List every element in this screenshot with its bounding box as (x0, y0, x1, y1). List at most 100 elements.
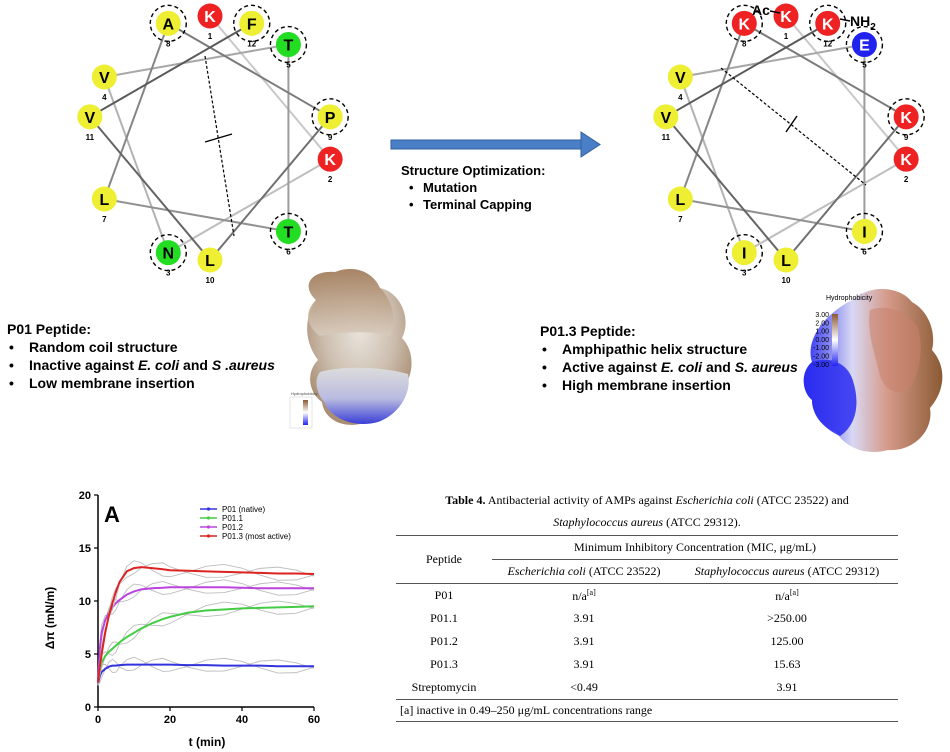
residue-K8: K8 (725, 4, 763, 48)
wheel-connector (89, 22, 253, 118)
wheel-connector (679, 76, 746, 253)
hydrophobicity-tick: -3.00 (813, 362, 829, 369)
wheel-connector (679, 23, 746, 200)
p013-feature: Amphipathic helix structure (540, 340, 798, 358)
p01-feature: Inactive against E. coli and S .aureus (7, 356, 275, 374)
residue-letter: T (284, 38, 294, 55)
residue-number: 11 (86, 133, 95, 142)
residue-number: 1 (784, 32, 789, 41)
residue-letter: V (99, 70, 110, 87)
residue-letter: I (862, 224, 866, 241)
residue-letter: T (284, 224, 294, 241)
residue-letter: P (325, 110, 336, 127)
residue-V11: V11 (77, 104, 103, 142)
structure-optimization-panel: Structure Optimization: Mutation Termina… (401, 162, 545, 213)
wheel-connector (743, 22, 907, 118)
p013-description: P01.3 Peptide: Amphipathic helix structu… (540, 322, 798, 394)
residue-letter: F (247, 16, 257, 33)
wheel-connector (104, 198, 289, 233)
residue-F12: F 12 (233, 4, 271, 48)
residue-letter: I (742, 246, 746, 263)
replicate-trace (97, 579, 315, 685)
residue-letter: V (661, 110, 672, 127)
residue-V4: V4 (91, 64, 117, 102)
hydrophobic-moment-line (720, 67, 867, 186)
x-tick-label: 40 (236, 714, 248, 726)
residue-number: 3 (742, 269, 747, 278)
p01-feature: Low membrane insertion (7, 374, 275, 392)
residue-number: 2 (904, 175, 909, 184)
residue-T5: T5 (269, 25, 308, 70)
cell-ecoli: 3.91 (573, 657, 595, 671)
residue-letter: K (738, 16, 750, 33)
wheel-connector (104, 43, 289, 78)
hydrophobicity-tick: -1.00 (813, 345, 829, 352)
wheel-connector (167, 22, 331, 118)
residue-number: 11 (662, 133, 671, 142)
series-line-P01.2 (97, 586, 314, 683)
residue-E5: E5 (845, 25, 884, 70)
acetyl-cap-label: Ac (752, 2, 770, 18)
wheel-connector (680, 43, 865, 78)
wheel-connector (209, 15, 331, 160)
residue-letter: N (162, 246, 174, 263)
residue-K1: K1 (197, 3, 223, 41)
series-line-P01.1 (97, 605, 315, 683)
residue-number: 1 (208, 32, 213, 41)
wheel-connector (680, 198, 865, 233)
wheel-connector (103, 23, 170, 200)
residue-letter: K (822, 16, 834, 33)
hydrophobicity-tick: 1.00 (815, 329, 829, 336)
hydrophobic-moment-arrow (204, 133, 233, 143)
residue-number: 8 (742, 39, 747, 48)
cell-saur: >250.00 (767, 611, 807, 625)
residue-number: 5 (286, 61, 291, 70)
y-tick-label: 20 (79, 490, 91, 502)
panel-label: A (104, 502, 120, 527)
wheel-connector (167, 158, 331, 254)
cell-peptide: Streptomycin (411, 680, 477, 694)
col-header-mic: Minimum Inhibitory Concentration (MIC, μ… (492, 536, 898, 560)
residue-number: 10 (206, 276, 215, 285)
wheel-connector (785, 15, 907, 160)
residue-number: 12 (247, 39, 256, 48)
col-header-saureus: Staphylococcus aureus (ATCC 29312) (676, 559, 898, 584)
hydrophobicity-tick: -2.00 (813, 354, 829, 361)
residue-K2: K2 (317, 146, 343, 184)
hydrophobicity-title: Hydrophobicity (826, 295, 873, 302)
y-tick-label: 0 (85, 702, 91, 714)
optimization-item: Terminal Capping (401, 196, 545, 213)
p013-feature: High membrane insertion (540, 376, 798, 394)
residue-P9: P9 (311, 98, 349, 142)
x-tick-label: 60 (308, 714, 320, 726)
residue-letter: L (675, 192, 685, 209)
p01-title: P01 Peptide: (7, 321, 92, 337)
residue-letter: L (99, 192, 109, 209)
residue-I6: I6 (845, 212, 884, 256)
hydrophobicity-tick: 2.00 (815, 320, 829, 327)
legend-entry: P01.3 (most active) (222, 532, 291, 541)
y-tick-label: 10 (79, 596, 91, 608)
hydrophobic-moment-arrow (785, 115, 798, 133)
wheel-connector (89, 116, 211, 261)
y-axis-label: Δπ (mN/m) (43, 587, 57, 649)
p013-feature: Active against E. coli and S. aureus (540, 358, 798, 376)
legend-entry: P01.2 (222, 523, 243, 532)
x-tick-label: 0 (95, 714, 101, 726)
cell-ecoli: 3.91 (573, 611, 595, 625)
residue-L10: L10 (197, 247, 223, 285)
residue-number: 8 (166, 39, 171, 48)
mic-table: Table 4. Antibacterial activity of AMPs … (396, 489, 898, 722)
p013-title: P01.3 Peptide: (540, 323, 636, 339)
cell-peptide: P01 (434, 588, 454, 602)
amide-cap-label: NH2 (850, 13, 876, 33)
residue-L7: L7 (667, 186, 693, 224)
residue-A8: A8 (149, 4, 187, 48)
x-tick-label: 20 (164, 714, 176, 726)
residue-number: 4 (678, 93, 683, 102)
